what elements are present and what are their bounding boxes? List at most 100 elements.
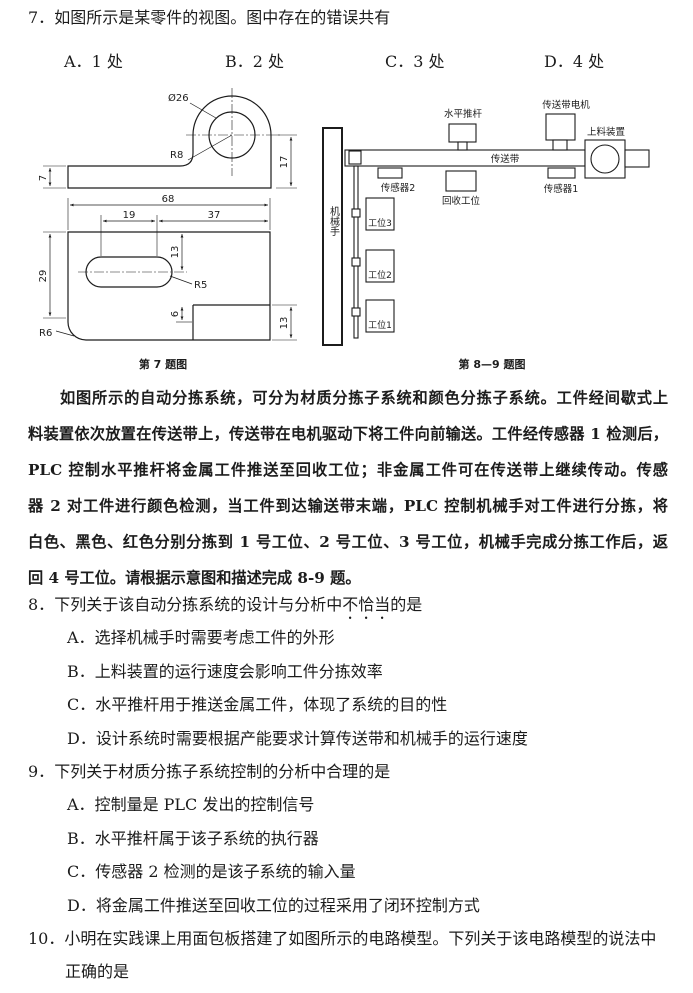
option-label: A． xyxy=(67,795,95,815)
option-text: 2 处 xyxy=(252,52,285,71)
pusher-body xyxy=(448,123,477,143)
question-7-text: 如图所示是某零件的视图。图中存在的错误共有 xyxy=(54,8,391,27)
label-sensor-1: 传感器1 xyxy=(544,183,579,195)
option-label: C． xyxy=(67,862,96,882)
robot-joint xyxy=(351,307,361,317)
figure-7-labels: Ø26 R8 17 7 68 19 37 13 29 R5 R6 6 13 xyxy=(38,92,290,339)
option-label: D． xyxy=(544,52,573,71)
option-text: 上料装置的运行速度会影响工件分拣效率 xyxy=(94,661,383,681)
figure-8-9-caption: 第 8—9 题图 xyxy=(459,357,526,371)
option-text: 3 处 xyxy=(413,52,445,71)
option-label: B． xyxy=(67,828,95,848)
passage-line: 料装置依次放置在传送带上，传送带在电机驱动下将工件向前输送。工件经传感器 1 检… xyxy=(28,425,668,443)
option-text: 水平推杆用于推送金属工件，体现了系统的目的性 xyxy=(95,695,448,715)
label-r8: R8 xyxy=(170,150,183,161)
question-8-option-c: C．水平推杆用于推送金属工件，体现了系统的目的性 xyxy=(28,688,668,721)
option-label: C． xyxy=(385,52,414,71)
question-9-stem: 9．下列关于材质分拣子系统控制的分析中合理的是 xyxy=(28,755,668,788)
label-6: 6 xyxy=(170,311,181,317)
question-8-number: 8． xyxy=(28,595,55,614)
label-station-3: 工位3 xyxy=(368,217,392,229)
label-13-slot: 13 xyxy=(170,246,181,259)
figure-7-front-view xyxy=(43,88,297,189)
questions-block: 8．下列关于该自动分拣系统的设计与分析中不恰当的是 A．选择机械手时需要考虑工件… xyxy=(28,588,668,989)
option-label: B． xyxy=(225,52,253,71)
slot-outline xyxy=(85,256,173,288)
feeder-body xyxy=(584,139,626,179)
label-17: 17 xyxy=(279,156,290,169)
question-8-text-end: 的是 xyxy=(390,595,423,614)
label-feeder: 上料装置 xyxy=(587,126,625,138)
question-8-option-a: A．选择机械手时需要考虑工件的外形 xyxy=(28,621,668,654)
option-label: B． xyxy=(67,661,95,681)
question-9-option-b: B．水平推杆属于该子系统的执行器 xyxy=(28,822,668,855)
phi26-leader xyxy=(189,102,217,119)
station-1-box xyxy=(365,299,395,333)
label-7: 7 xyxy=(38,175,49,181)
station-3-box xyxy=(365,197,395,231)
r8-leader xyxy=(187,134,233,161)
question-7-option-d: D．4 处 xyxy=(544,52,604,72)
robot-rail xyxy=(353,165,359,339)
option-text: 传感器 2 检测的是该子系统的输入量 xyxy=(95,862,356,882)
r5-leader xyxy=(169,275,193,285)
robot-gripper xyxy=(348,150,362,165)
passage-line: 白色、黑色、红色分别分拣到 1 号工位、2 号工位、3 号工位，机械手完成分拣工… xyxy=(28,533,668,551)
option-label: A． xyxy=(67,628,95,648)
feeder-outlet xyxy=(624,149,650,168)
option-text: 1 处 xyxy=(91,52,123,71)
label-37: 37 xyxy=(208,210,221,221)
label-68: 68 xyxy=(162,194,175,205)
figure-8-9-labels: 水平推杆 传送带电机 上料装置 传送带 传感器2 回收工位 传感器1 机械手 工… xyxy=(328,99,626,331)
passage-line: 器 2 对工件进行颜色检测，当工件到达输送带末端，PLC 控制机械手对工件进行分… xyxy=(28,497,668,515)
question-7-number: 7． xyxy=(28,8,55,27)
figures-area: Ø26 R8 17 7 68 19 37 13 29 R5 R6 6 13 第 … xyxy=(38,88,650,371)
label-station-2: 工位2 xyxy=(368,269,392,281)
question-10-number: 10． xyxy=(28,928,65,948)
robot-joint xyxy=(351,208,361,218)
question-8-emphasis: 不恰当 xyxy=(342,595,391,614)
question-7-option-b: B．2 处 xyxy=(225,52,284,72)
label-r5: R5 xyxy=(194,280,207,291)
option-text: 将金属工件推送至回收工位的过程采用了闭环控制方式 xyxy=(95,895,480,915)
label-sensor-2: 传感器2 xyxy=(381,182,416,194)
conveyor-belt xyxy=(344,149,586,167)
r6-leader xyxy=(55,330,75,337)
label-29: 29 xyxy=(38,270,49,283)
label-r6: R6 xyxy=(39,328,52,339)
question-10-stem: 10．小明在实践课上用面包板搭建了如图所示的电路模型。下列关于该电路模型的说法中 xyxy=(28,922,668,955)
motor-body xyxy=(545,113,576,141)
sensor-2-body xyxy=(377,167,403,179)
label-motor: 传送带电机 xyxy=(542,99,590,111)
label-recycle-station: 回收工位 xyxy=(442,195,481,207)
top-view-outline xyxy=(67,231,271,341)
system-description-passage: 如图所示的自动分拣系统，可分为材质分拣子系统和颜色分拣子系统。工件经间歇式上 料… xyxy=(28,380,668,596)
label-13-tab: 13 xyxy=(279,317,290,330)
question-10-text: 小明在实践课上用面包板搭建了如图所示的电路模型。下列关于该电路模型的说法中 xyxy=(64,928,657,948)
passage-line: 如图所示的自动分拣系统，可分为材质分拣子系统和颜色分拣子系统。工件经间歇式上 xyxy=(60,389,668,407)
figure-8-9-diagram xyxy=(322,113,650,346)
option-text: 控制量是 PLC 发出的控制信号 xyxy=(94,795,315,815)
question-9-text: 下列关于材质分拣子系统控制的分析中合理的是 xyxy=(54,761,391,781)
question-8-option-d: D．设计系统时需要根据产能要求计算传送带和机械手的运行速度 xyxy=(28,722,668,755)
option-label: D． xyxy=(67,895,96,915)
station-2-box xyxy=(365,249,395,283)
option-text: 水平推杆属于该子系统的执行器 xyxy=(94,828,319,848)
label-robot: 机械手 xyxy=(328,205,340,237)
passage-line: 回 4 号工位。请根据示意图和描述完成 8-9 题。 xyxy=(28,569,361,587)
question-7-stem: 7．如图所示是某零件的视图。图中存在的错误共有 xyxy=(28,8,390,28)
sensor-1-body xyxy=(547,167,576,179)
option-text: 设计系统时需要根据产能要求计算传送带和机械手的运行速度 xyxy=(95,728,528,748)
option-text: 4 处 xyxy=(572,52,605,71)
question-9-option-d: D．将金属工件推送至回收工位的过程采用了闭环控制方式 xyxy=(28,889,668,922)
pusher-rod xyxy=(457,141,468,151)
recycle-station-box xyxy=(445,170,477,192)
motor-connector xyxy=(552,139,568,151)
option-label: C． xyxy=(67,695,96,715)
robot-joint xyxy=(351,257,361,267)
label-pusher: 水平推杆 xyxy=(444,108,483,120)
figure-7-drawing xyxy=(43,88,297,341)
option-label: A． xyxy=(64,52,92,71)
question-10-stem-continued: 正确的是 xyxy=(65,962,130,982)
